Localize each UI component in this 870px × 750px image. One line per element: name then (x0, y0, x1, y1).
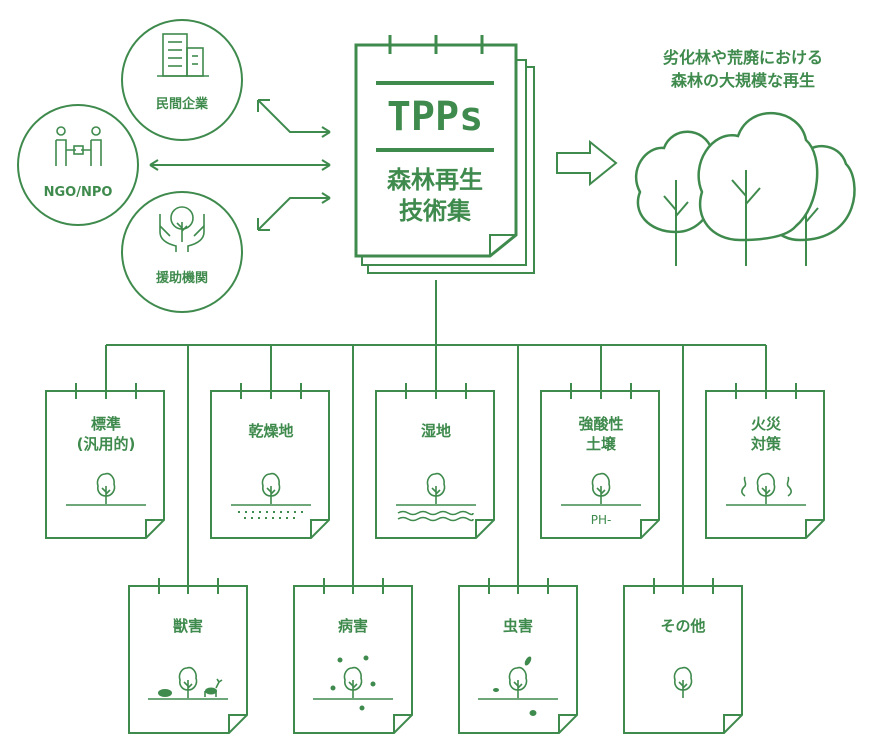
sapling-wet-ground-icon (396, 472, 476, 522)
card-label: 病害 (338, 617, 368, 635)
sapling-insects-icon (478, 656, 558, 716)
card-label: 対策 (750, 435, 782, 453)
actor-ngo: NGO/NPO (17, 104, 139, 226)
outcome-line1: 劣化林や荒廃における (663, 48, 823, 67)
category-connectors (105, 280, 767, 582)
sapling-icon (66, 472, 146, 506)
card-label: 強酸性 (578, 415, 623, 433)
ph-label: PH- (591, 513, 612, 527)
sapling-disease-icon (313, 655, 393, 711)
category-card-fire: 火災 対策 (705, 383, 825, 539)
actor-label: 援助機関 (156, 270, 208, 286)
book-title-line1: 森林再生 (387, 166, 483, 194)
tpps-book: TPPs 森林再生 技術集 (354, 35, 535, 274)
card-label: 土壌 (586, 435, 617, 453)
sapling-animals-icon (148, 666, 228, 700)
category-card-dryland: 乾燥地 (210, 383, 330, 539)
category-card-standard: 標準 (汎用的) (45, 383, 165, 539)
card-label: 獣害 (173, 617, 203, 635)
book-title-line2: 技術集 (399, 197, 472, 225)
outcome-arrow (556, 139, 618, 187)
actor-corporate: 民間企業 (121, 19, 243, 141)
sapling-acid-soil-icon (561, 472, 641, 506)
card-label: 虫害 (503, 617, 533, 635)
forest-icon (634, 111, 856, 266)
connector-arrows (149, 99, 331, 231)
card-label: 湿地 (421, 422, 451, 440)
category-card-acid-soil: 強酸性 土壌 PH- (540, 383, 660, 539)
category-card-animal-damage: 獣害 (128, 578, 248, 734)
sapling-fire-icon (726, 472, 806, 506)
actor-label: 民間企業 (156, 96, 209, 112)
category-card-insect-damage: 虫害 (458, 578, 578, 734)
actor-aid-agency: 援助機関 (121, 191, 243, 313)
card-label: (汎用的) (77, 435, 136, 453)
people-meeting-icon (55, 126, 102, 166)
sapling-dry-ground-icon (231, 472, 311, 519)
category-card-other: その他 (623, 578, 743, 734)
actor-label: NGO/NPO (44, 185, 113, 200)
card-label: 火災 (751, 415, 782, 433)
hands-tree-icon (159, 206, 205, 252)
category-card-disease: 病害 (293, 578, 413, 734)
card-label: その他 (660, 617, 705, 635)
card-label: 標準 (91, 415, 121, 433)
tpps-logo: TPPs (387, 94, 483, 140)
building-icon (157, 33, 209, 77)
category-card-wetland: 湿地 (375, 383, 495, 539)
outcome-line2: 森林の大規模な再生 (671, 71, 815, 90)
card-label: 乾燥地 (248, 422, 293, 440)
